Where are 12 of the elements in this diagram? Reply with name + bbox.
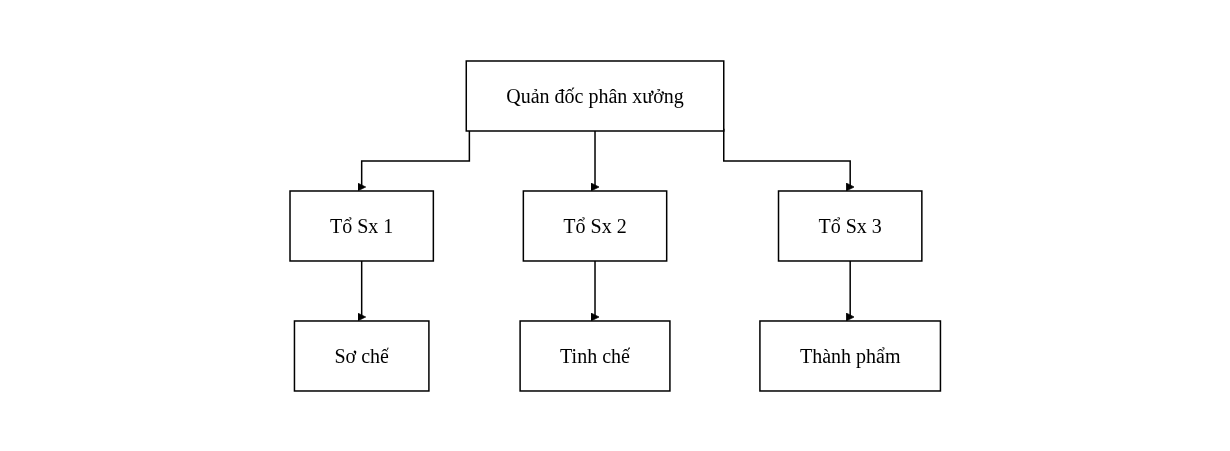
node-box: Tinh chế bbox=[519, 319, 671, 392]
node-box: Sơ chế bbox=[293, 319, 430, 392]
arrow bbox=[357, 129, 470, 191]
node-box: Tổ Sx 3 bbox=[777, 189, 923, 262]
arrow bbox=[845, 259, 855, 321]
arrow bbox=[357, 259, 366, 321]
arrow bbox=[590, 259, 600, 321]
node-box: Tổ Sx 1 bbox=[289, 189, 434, 262]
node-box: Quản đốc phân xưởng bbox=[465, 59, 725, 132]
node-box: Tổ Sx 2 bbox=[522, 189, 668, 262]
arrow bbox=[590, 129, 600, 191]
node-box: Thành phẩm bbox=[758, 319, 941, 392]
